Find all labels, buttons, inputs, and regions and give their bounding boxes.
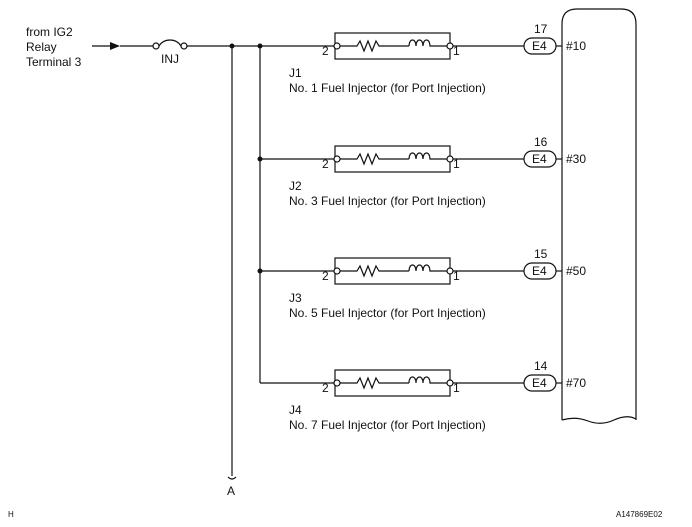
injector-row <box>333 32 562 60</box>
injector-pin-right: 1 <box>453 381 460 395</box>
injector-pin-right: 1 <box>453 44 460 58</box>
injector-pin-terminal <box>333 267 341 275</box>
injector-pin-terminal <box>333 155 341 163</box>
injector-ref: J2 <box>289 179 302 193</box>
signal-label: #10 <box>566 39 587 53</box>
ecu-box-break <box>561 416 637 424</box>
signal-label: #70 <box>566 376 587 390</box>
coil-icon <box>408 264 447 272</box>
injector-pin-right: 1 <box>453 269 460 283</box>
connector-label: E4 <box>532 39 547 53</box>
connector-label: E4 <box>532 376 547 390</box>
signal-label: #30 <box>566 152 587 166</box>
ecu-pin-number: 14 <box>534 359 548 373</box>
ecu-box <box>561 8 637 420</box>
coil-icon <box>408 39 447 47</box>
signal-label: #50 <box>566 264 587 278</box>
branch-a-break <box>227 476 237 480</box>
injector-ref: J1 <box>289 66 302 80</box>
connector-label: E4 <box>532 152 547 166</box>
resistor-icon <box>340 376 409 390</box>
injector-pin-right: 1 <box>453 157 460 171</box>
injector-pin-left: 2 <box>322 381 329 395</box>
corner-label: H <box>8 510 14 519</box>
coil-icon <box>408 376 447 384</box>
ecu-pin-number: 17 <box>534 22 548 36</box>
coil-icon <box>408 152 447 160</box>
injector-name: No. 1 Fuel Injector (for Port Injection) <box>289 81 486 95</box>
injector-ref: J3 <box>289 291 302 305</box>
source-label-line1: from IG2 <box>26 25 73 39</box>
resistor-icon <box>340 264 409 278</box>
source-label-line2: Relay <box>26 40 57 54</box>
junction-dot <box>229 43 235 49</box>
input-arrow-icon <box>110 42 120 50</box>
injector-row <box>260 145 562 173</box>
fuse-terminal-right <box>180 42 188 50</box>
injector-pin-left: 2 <box>322 269 329 283</box>
junction-dot <box>257 43 263 49</box>
injector-pin-left: 2 <box>322 157 329 171</box>
injector-pin-terminal <box>333 379 341 387</box>
injector-name: No. 7 Fuel Injector (for Port Injection) <box>289 418 486 432</box>
resistor-icon <box>340 152 409 166</box>
injector-ref: J4 <box>289 403 302 417</box>
injector-pin-terminal <box>333 42 341 50</box>
figure-id: A147869E02 <box>616 510 663 519</box>
injector-row <box>260 369 562 397</box>
ecu-pin-number: 15 <box>534 247 548 261</box>
injector-name: No. 3 Fuel Injector (for Port Injection) <box>289 194 486 208</box>
connector-label: E4 <box>532 264 547 278</box>
fuse-label: INJ <box>161 52 179 66</box>
injector-name: No. 5 Fuel Injector (for Port Injection) <box>289 306 486 320</box>
fuse-terminal-left <box>152 42 160 50</box>
ecu-pin-number: 16 <box>534 135 548 149</box>
branch-a-label: A <box>227 484 236 498</box>
injector-row <box>260 257 562 285</box>
fuse-symbol <box>158 39 182 47</box>
source-label-line3: Terminal 3 <box>26 55 82 69</box>
injector-pin-left: 2 <box>322 44 329 58</box>
resistor-icon <box>340 39 409 53</box>
